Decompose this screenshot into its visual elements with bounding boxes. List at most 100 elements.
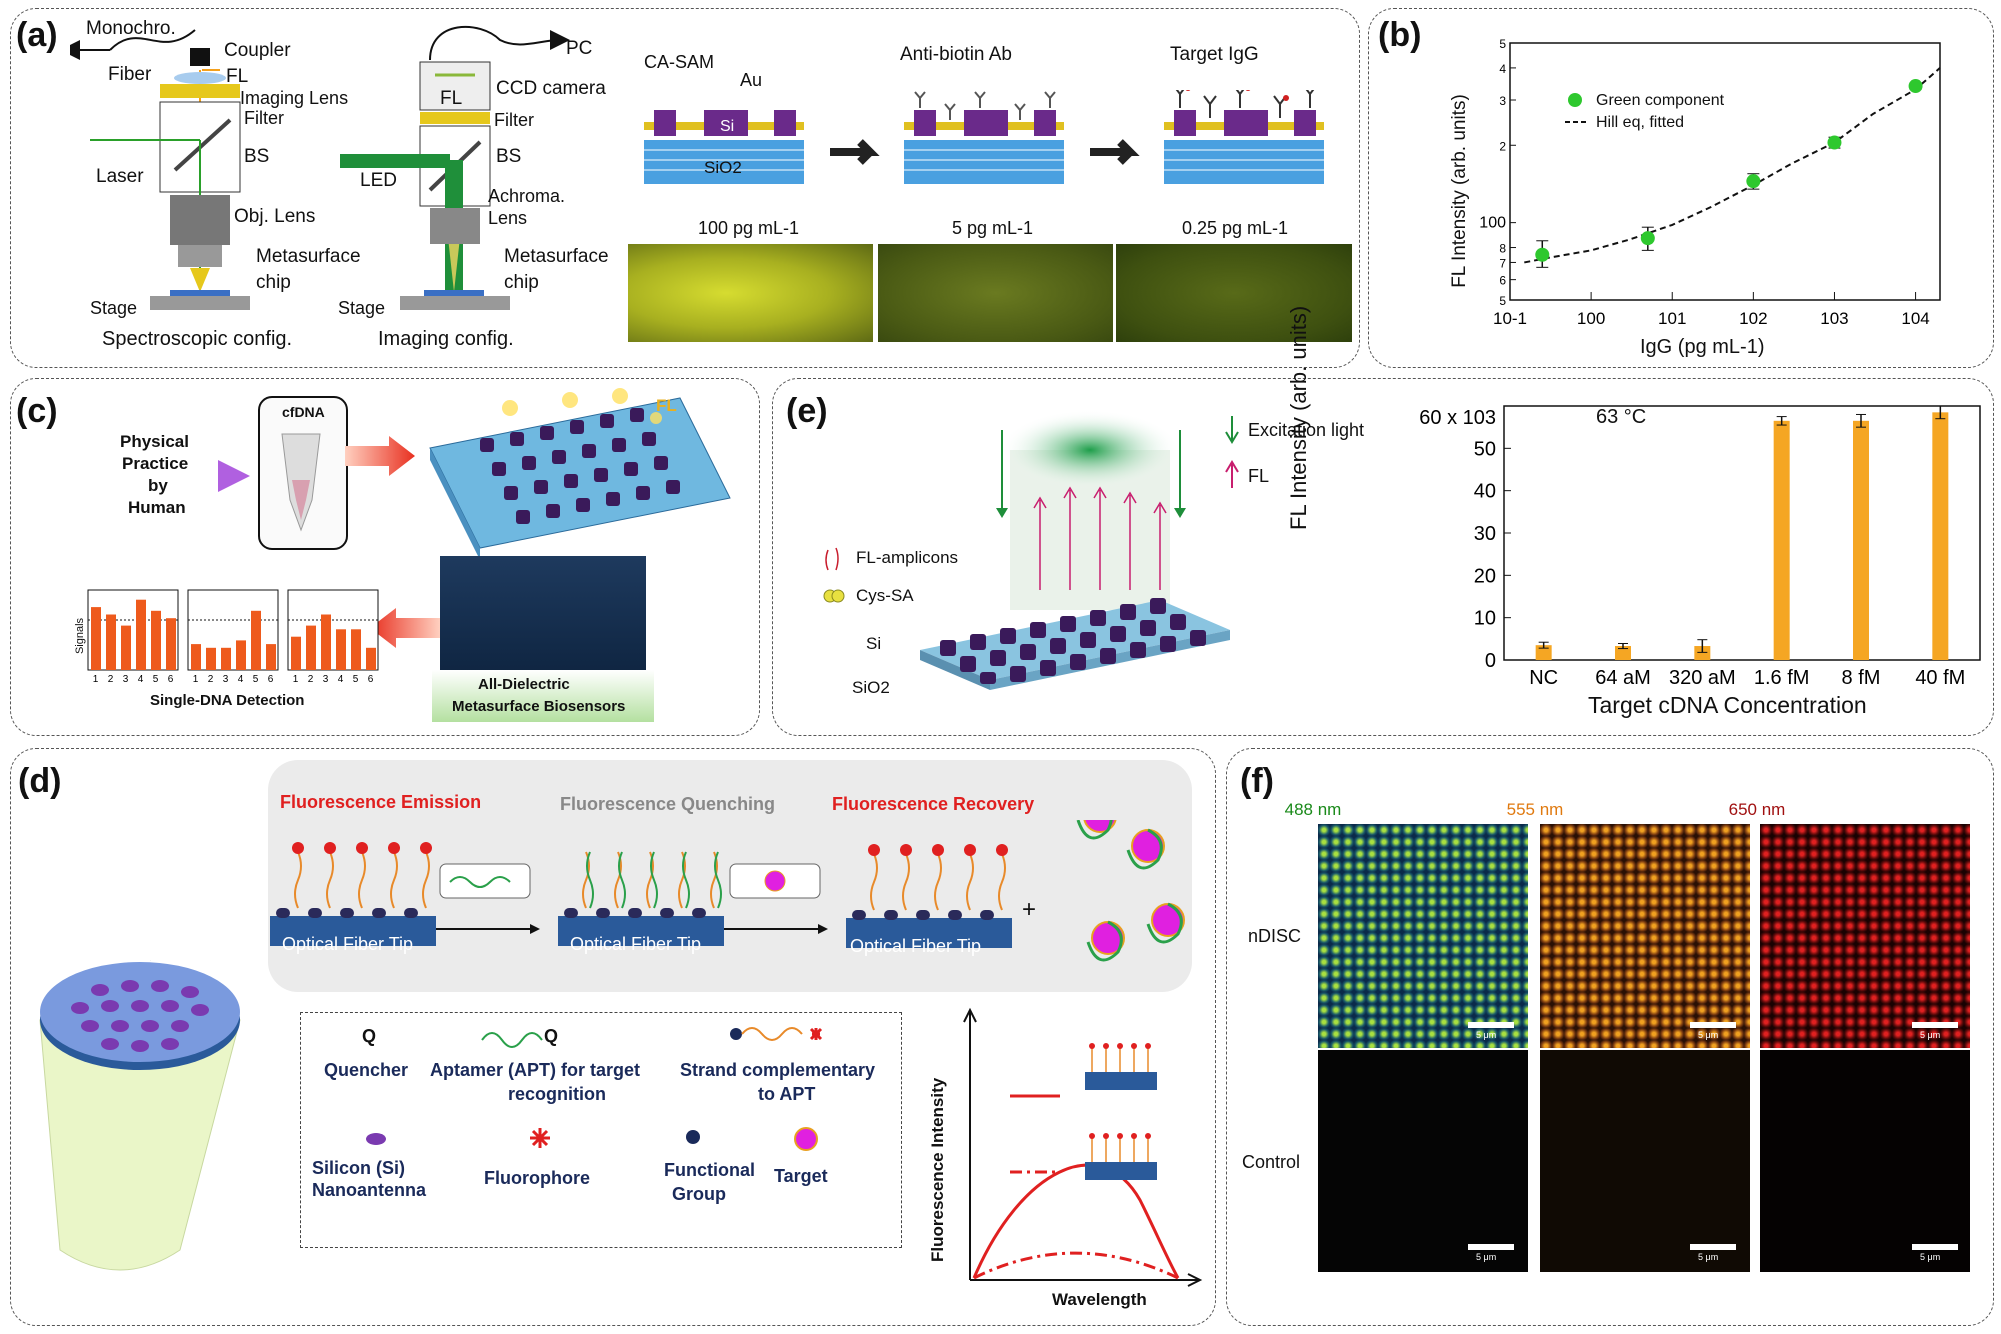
- panel-c: [10, 378, 760, 736]
- chart-c-bar: [251, 610, 261, 670]
- scale-bar-1: [1468, 1022, 1514, 1028]
- step-2-chip: [904, 91, 1064, 184]
- chart-c-tick-label: 2: [308, 674, 314, 685]
- chart-b-xtick-label: 101: [1658, 309, 1686, 328]
- scale-bar-2: [1690, 1022, 1736, 1028]
- chart-c-tick-label: 6: [168, 674, 174, 685]
- chart-e-category-label: 8 fM: [1842, 667, 1881, 689]
- micrograph-1-label: 100 pg mL-1: [698, 218, 800, 238]
- chart-b-point: [1640, 231, 1655, 246]
- row-label-control: Control: [1242, 1152, 1301, 1172]
- chart-c-bar: [206, 647, 216, 670]
- micrograph-3-label: 0.25 pg mL-1: [1182, 218, 1289, 238]
- image-control-555: [1540, 1050, 1750, 1272]
- label-chip-a: chip: [256, 272, 291, 293]
- fiber-illustration: [39, 960, 241, 1271]
- image-ndisc-488: [1318, 824, 1528, 1048]
- wavelength-555: 555 nm: [1506, 800, 1564, 819]
- label-filter-imaging: Filter: [494, 110, 534, 130]
- label-achroma: Achroma.: [488, 186, 566, 206]
- chart-c-tick-label: 1: [293, 674, 299, 685]
- chart-c-bar: [236, 640, 246, 670]
- pink-arrow-up-icon: [1225, 460, 1239, 488]
- functional-group-icon: [686, 1130, 700, 1144]
- chart-b-frame: [1509, 42, 1941, 301]
- biosensor-line-1: All-Dielectric: [478, 676, 570, 693]
- chart-c-bar: [151, 610, 161, 670]
- label-sio2-e: SiO2: [852, 678, 890, 697]
- legend-box-d: [300, 1012, 902, 1248]
- label-recovery: Fluorescence Recovery: [832, 794, 1035, 814]
- chart-c-bar: [366, 647, 376, 670]
- label-led: LED: [360, 170, 397, 191]
- micrograph-2-label: 5 pg mL-1: [952, 218, 1034, 238]
- chart-b-ytick-label: 3: [1499, 94, 1506, 108]
- physical-line-4: Human: [128, 498, 186, 517]
- chart-b-point: [1827, 135, 1842, 150]
- label-emission: Fluorescence Emission: [280, 792, 482, 812]
- chart-c-bar: [166, 618, 176, 670]
- chart-c-tick-label: 1: [93, 674, 99, 685]
- step-1-chip: [644, 110, 804, 184]
- chart-e-ytick-label: 50: [1474, 438, 1496, 460]
- label-bs-imaging: BS: [496, 146, 522, 167]
- label-si-e: Si: [866, 634, 882, 653]
- fl-label-c: FL: [656, 396, 677, 415]
- scale-label-1: 5 μm: [1476, 1030, 1497, 1040]
- chart-e-category-label: 320 aM: [1669, 667, 1736, 689]
- chart-e-bar: [1773, 420, 1790, 660]
- chart-e-ytick-label: 40: [1474, 481, 1496, 503]
- chart-c-tick-label: 3: [223, 674, 229, 685]
- chart-b-xtick-label: 104: [1901, 309, 1929, 328]
- target-icon: [794, 1127, 818, 1151]
- chart-b-ylabel: FL Intensity (arb. units): [1449, 94, 1470, 288]
- chart-b-xtick-label: 103: [1820, 309, 1848, 328]
- green-arrow-down-icon: [1225, 416, 1239, 444]
- chart-b-xlabel: IgG (pg mL-1): [1640, 336, 1765, 358]
- single-dna-label: Single-DNA Detection: [150, 692, 305, 709]
- label-target-igg: Target IgG: [1170, 44, 1259, 65]
- panel-f-label: (f): [1240, 762, 1274, 800]
- chart-b-ytick-label: 2: [1499, 139, 1506, 153]
- chart-c-bar: [336, 629, 346, 670]
- chart-e-ymax-label: 60 x 103: [1419, 407, 1496, 429]
- micrograph-2: [878, 244, 1113, 342]
- chart-c-bar: [291, 636, 301, 670]
- red-arrow-right-icon: [345, 436, 415, 476]
- chart-b-ytick-label: 5: [1499, 294, 1506, 308]
- chart-b-ytick-label: 7: [1499, 256, 1506, 270]
- chart-b-point: [1746, 174, 1761, 189]
- label-cys-sa: Cys-SA: [856, 586, 914, 605]
- si-nanoantenna-icon: [366, 1133, 386, 1145]
- chip-photo: [440, 556, 646, 680]
- label-lens: Lens: [488, 208, 528, 228]
- panel-b-label: (b): [1378, 16, 1422, 54]
- label-bs-a: BS: [244, 146, 270, 167]
- chart-b-legend-marker: [1568, 93, 1582, 107]
- chart-e-ytick-label: 20: [1474, 565, 1496, 587]
- plot-d-ylabel: Fluorescence Intensity: [928, 1077, 947, 1262]
- caption-imaging: Imaging config.: [378, 328, 514, 350]
- scale-bar-5: [1690, 1244, 1736, 1250]
- biosensor-line-2: Metasurface Biosensors: [452, 698, 626, 715]
- row-label-ndisc: nDISC: [1248, 926, 1302, 946]
- chart-b-legend-fit: Hill eq, fitted: [1596, 114, 1685, 131]
- plus-sign: +: [1022, 896, 1037, 923]
- label-stage-imaging: Stage: [338, 298, 386, 318]
- panel-b: [1368, 8, 1994, 368]
- label-fiber: Fiber: [108, 64, 152, 85]
- signals-label: Signals: [74, 617, 87, 655]
- label-obj-lens: Obj. Lens: [234, 206, 316, 227]
- chart-c-tick-label: 1: [193, 674, 199, 685]
- chart-e-frame: [1503, 405, 1981, 661]
- scale-bar-3: [1912, 1022, 1958, 1028]
- fluorescence-plot: [963, 1007, 1203, 1287]
- legend-silicon-2: Nanoantenna: [312, 1180, 427, 1200]
- legend-aptamer-1: Aptamer (APT) for target: [430, 1060, 641, 1080]
- label-sio2-a: SiO2: [704, 158, 742, 177]
- chart-c-bar: [136, 599, 146, 670]
- panel-f: [1226, 748, 1994, 1326]
- label-amplicons: FL-amplicons: [856, 548, 959, 567]
- label-stage-a: Stage: [90, 298, 138, 318]
- chart-c-bar: [121, 625, 131, 670]
